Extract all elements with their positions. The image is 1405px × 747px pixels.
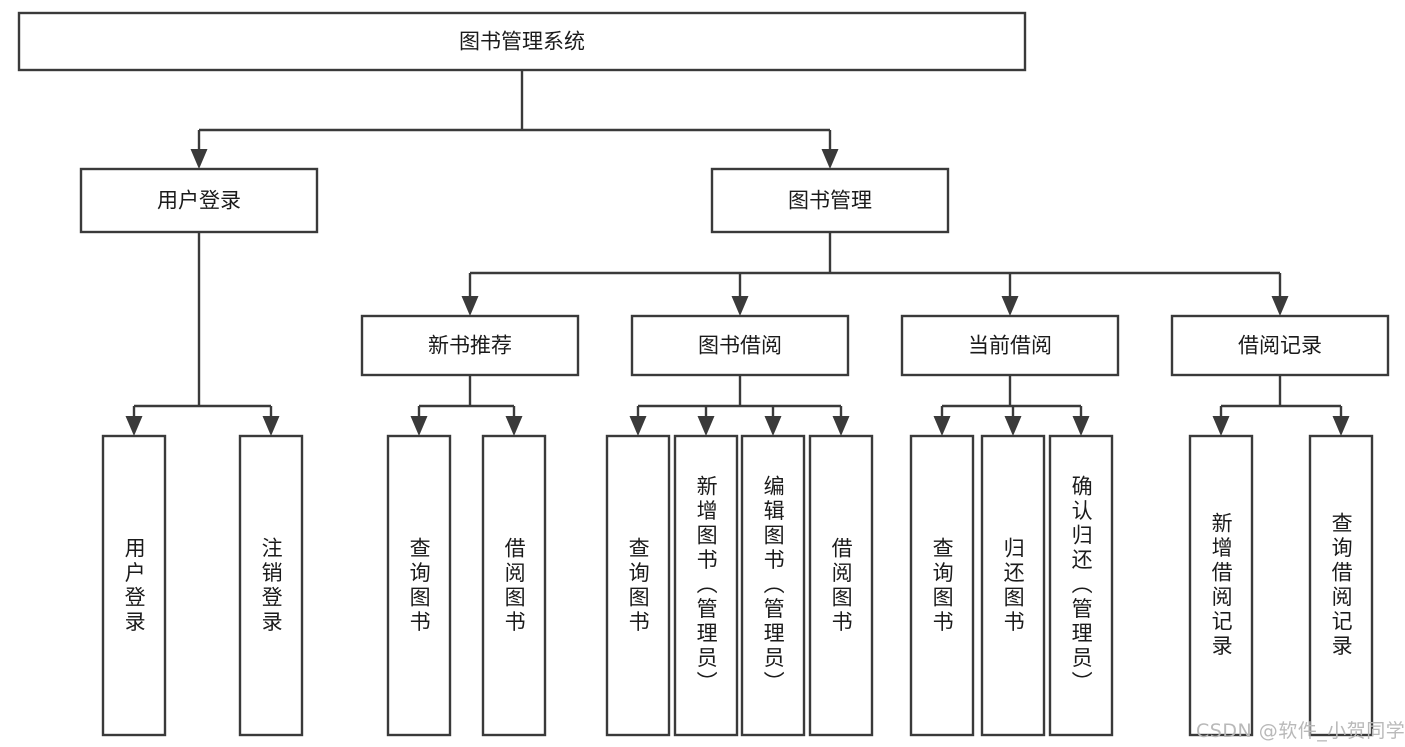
- connector-to-leaf-0-1: [262, 406, 280, 436]
- node-leaf-借阅图书-7[interactable]: [808, 434, 874, 737]
- connector-to-leaf-3-0: [933, 406, 951, 436]
- node-l2-用户登录-0[interactable]: [79, 167, 319, 234]
- connector-to-leaf-0-0: [125, 406, 143, 436]
- node-l3-图书借阅-1-label: 图书借阅: [698, 334, 782, 358]
- node-l2-图书管理-1-label: 图书管理: [788, 189, 872, 213]
- connector-to-leaf-2-1-head: [697, 416, 715, 436]
- node-leaf-用户登录-0[interactable]: [101, 434, 167, 737]
- node-leaf-查询图书-2-box[interactable]: [386, 434, 452, 737]
- node-l2-图书管理-1[interactable]: [710, 167, 950, 234]
- connector-to-leaf-4-1-head: [1332, 416, 1350, 436]
- node-leaf-新增借阅记录-11[interactable]: [1188, 434, 1254, 737]
- connector-to-leaf-0-1-head: [262, 416, 280, 436]
- node-leaf-确认归还管理员-10[interactable]: [1048, 434, 1114, 737]
- connector-to-leaf-1-1: [505, 406, 523, 436]
- node-leaf-借阅图书-3-box[interactable]: [481, 434, 547, 737]
- connector-to-leaf-2-2-head: [764, 416, 782, 436]
- node-leaf-查询图书-8-box[interactable]: [909, 434, 975, 737]
- connector-to-leaf-2-0: [629, 406, 647, 436]
- connector-to-l3-2: [1001, 273, 1019, 316]
- node-leaf-查询图书-4[interactable]: [605, 434, 671, 737]
- node-leaf-新增图书管理员-5-box[interactable]: [673, 434, 739, 737]
- node-l3-图书借阅-1[interactable]: [630, 314, 850, 377]
- connector-to-leaf-3-1: [1004, 406, 1022, 436]
- connector-to-l3-0: [461, 273, 479, 316]
- node-leaf-借阅图书-3[interactable]: [481, 434, 547, 737]
- node-leaf-编辑图书管理员-6[interactable]: [740, 434, 806, 737]
- node-leaf-确认归还管理员-10-box[interactable]: [1048, 434, 1114, 737]
- node-l2-用户登录-0-label: 用户登录: [157, 189, 241, 213]
- node-leaf-查询图书-8[interactable]: [909, 434, 975, 737]
- connector-to-leaf-3-2: [1072, 406, 1090, 436]
- connector-to-leaf-3-2-head: [1072, 416, 1090, 436]
- node-l3-借阅记录-3-box[interactable]: [1170, 314, 1390, 377]
- connector-to-l3-2-head: [1001, 296, 1019, 316]
- connector-to-l3-1-head: [731, 296, 749, 316]
- connector-to-leaf-1-0: [410, 406, 428, 436]
- node-leaf-查询借阅记录-12-box[interactable]: [1308, 434, 1374, 737]
- node-l3-新书推荐-0-box[interactable]: [360, 314, 580, 377]
- connector-to-leaf-1-0-head: [410, 416, 428, 436]
- node-root-图书管理系统[interactable]: [17, 11, 1027, 72]
- node-leaf-查询借阅记录-12[interactable]: [1308, 434, 1374, 737]
- connector-to-l2-1-head: [821, 149, 839, 169]
- connector-to-leaf-4-1: [1332, 406, 1350, 436]
- node-l3-借阅记录-3-label: 借阅记录: [1238, 334, 1322, 358]
- connector-to-leaf-1-1-head: [505, 416, 523, 436]
- connector-to-l3-3-head: [1271, 296, 1289, 316]
- node-l3-借阅记录-3[interactable]: [1170, 314, 1390, 377]
- node-l3-当前借阅-2-label: 当前借阅: [968, 334, 1052, 358]
- node-leaf-归还图书-9-box[interactable]: [980, 434, 1046, 737]
- node-leaf-新增图书管理员-5[interactable]: [673, 434, 739, 737]
- node-leaf-编辑图书管理员-6-box[interactable]: [740, 434, 806, 737]
- node-leaf-查询图书-2[interactable]: [386, 434, 452, 737]
- connector-layer: [125, 70, 1350, 436]
- node-leaf-新增借阅记录-11-box[interactable]: [1188, 434, 1254, 737]
- connector-to-leaf-2-1: [697, 406, 715, 436]
- node-l3-图书借阅-1-box[interactable]: [630, 314, 850, 377]
- node-leaf-注销登录-1[interactable]: [238, 434, 304, 737]
- node-l3-新书推荐-0[interactable]: [360, 314, 580, 377]
- connector-to-leaf-4-0-head: [1212, 416, 1230, 436]
- node-l3-当前借阅-2-box[interactable]: [900, 314, 1120, 377]
- node-l3-当前借阅-2[interactable]: [900, 314, 1120, 377]
- connector-to-leaf-2-0-head: [629, 416, 647, 436]
- node-leaf-注销登录-1-box[interactable]: [238, 434, 304, 737]
- connector-to-leaf-3-1-head: [1004, 416, 1022, 436]
- node-leaf-借阅图书-7-box[interactable]: [808, 434, 874, 737]
- node-leaf-归还图书-9[interactable]: [980, 434, 1046, 737]
- node-l2-图书管理-1-box[interactable]: [710, 167, 950, 234]
- connector-to-l3-3: [1271, 273, 1289, 316]
- connector-to-leaf-3-0-head: [933, 416, 951, 436]
- connector-to-leaf-4-0: [1212, 406, 1230, 436]
- watermark-text: CSDN @软件_小贺同学: [1196, 720, 1405, 742]
- connector-to-leaf-2-3: [832, 406, 850, 436]
- node-root-图书管理系统-label: 图书管理系统: [459, 30, 585, 54]
- connector-to-leaf-0-0-head: [125, 416, 143, 436]
- node-root-图书管理系统-box[interactable]: [17, 11, 1027, 72]
- connector-to-leaf-2-3-head: [832, 416, 850, 436]
- connector-to-l2-0-head: [190, 149, 208, 169]
- connector-to-l3-1: [731, 273, 749, 316]
- node-leaf-查询图书-4-box[interactable]: [605, 434, 671, 737]
- node-leaf-用户登录-0-box[interactable]: [101, 434, 167, 737]
- connector-to-l2-0: [190, 130, 208, 169]
- connector-to-leaf-2-2: [764, 406, 782, 436]
- node-l2-用户登录-0-box[interactable]: [79, 167, 319, 234]
- connector-to-l3-0-head: [461, 296, 479, 316]
- node-l3-新书推荐-0-label: 新书推荐: [428, 334, 512, 358]
- connector-to-l2-1: [821, 130, 839, 169]
